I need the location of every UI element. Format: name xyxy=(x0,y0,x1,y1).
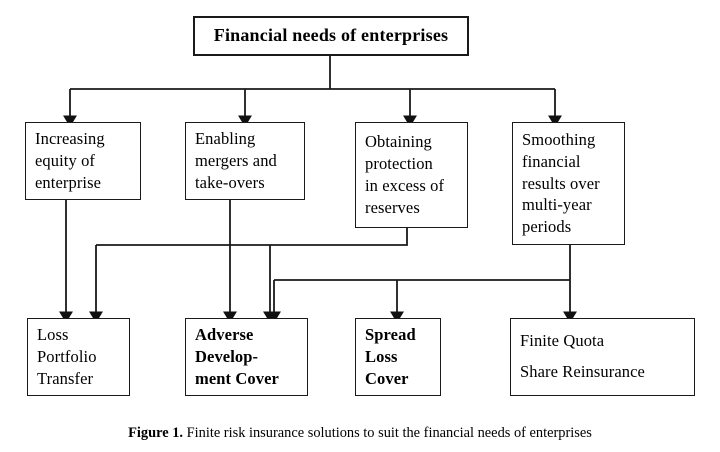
node-line: Finite Quota xyxy=(520,331,605,351)
node-spread-loss-cover[interactable]: Spread Loss Cover xyxy=(355,318,441,396)
node-line: protection xyxy=(365,154,433,174)
node-line: Portfolio xyxy=(37,347,97,367)
node-line: Loss xyxy=(365,347,398,367)
node-line: results over xyxy=(522,173,600,193)
node-label: Financial needs of enterprises xyxy=(213,25,449,46)
node-line: enterprise xyxy=(35,172,102,192)
node-line: multi-year xyxy=(522,195,592,215)
node-line: reserves xyxy=(365,197,420,217)
node-finite-quota-share-reinsurance[interactable]: Finite Quota Share Reinsurance xyxy=(510,318,695,396)
figure-caption-text: Finite risk insurance solutions to suit … xyxy=(186,425,592,441)
node-line: equity of xyxy=(35,151,96,171)
node-adverse-development-cover[interactable]: Adverse Develop- ment Cover xyxy=(185,318,308,396)
node-smoothing-results[interactable]: Smoothing financial results over multi-y… xyxy=(512,122,625,245)
node-line: Increasing xyxy=(35,129,105,149)
node-line: Loss xyxy=(37,325,69,345)
node-line: Enabling xyxy=(195,129,256,149)
node-line: Obtaining xyxy=(365,132,432,152)
node-line: Adverse xyxy=(195,325,254,345)
node-line: mergers and xyxy=(195,151,277,171)
node-line: financial xyxy=(522,151,581,171)
node-line: Spread xyxy=(365,325,416,345)
figure-caption: Figure 1. Finite risk insurance solution… xyxy=(0,424,720,442)
node-line: Develop- xyxy=(195,347,259,367)
node-line: Cover xyxy=(365,368,409,388)
node-line: periods xyxy=(522,217,572,237)
node-loss-portfolio-transfer[interactable]: Loss Portfolio Transfer xyxy=(27,318,130,396)
node-financial-needs-of-enterprises[interactable]: Financial needs of enterprises xyxy=(193,16,469,56)
figure-caption-label: Figure 1. xyxy=(128,425,184,441)
connector-obtaining-protection-bus xyxy=(96,228,408,246)
node-line: Smoothing xyxy=(522,129,596,149)
node-line: Share Reinsurance xyxy=(520,362,645,381)
node-obtaining-protection[interactable]: Obtaining protection in excess of reserv… xyxy=(355,122,468,228)
node-line: ment Cover xyxy=(195,368,279,388)
node-line: Transfer xyxy=(37,368,94,388)
node-enabling-mergers[interactable]: Enabling mergers and take-overs xyxy=(185,122,305,200)
node-line: in excess of xyxy=(365,176,445,195)
node-line: take-overs xyxy=(195,172,265,192)
node-increasing-equity[interactable]: Increasing equity of enterprise xyxy=(25,122,141,200)
